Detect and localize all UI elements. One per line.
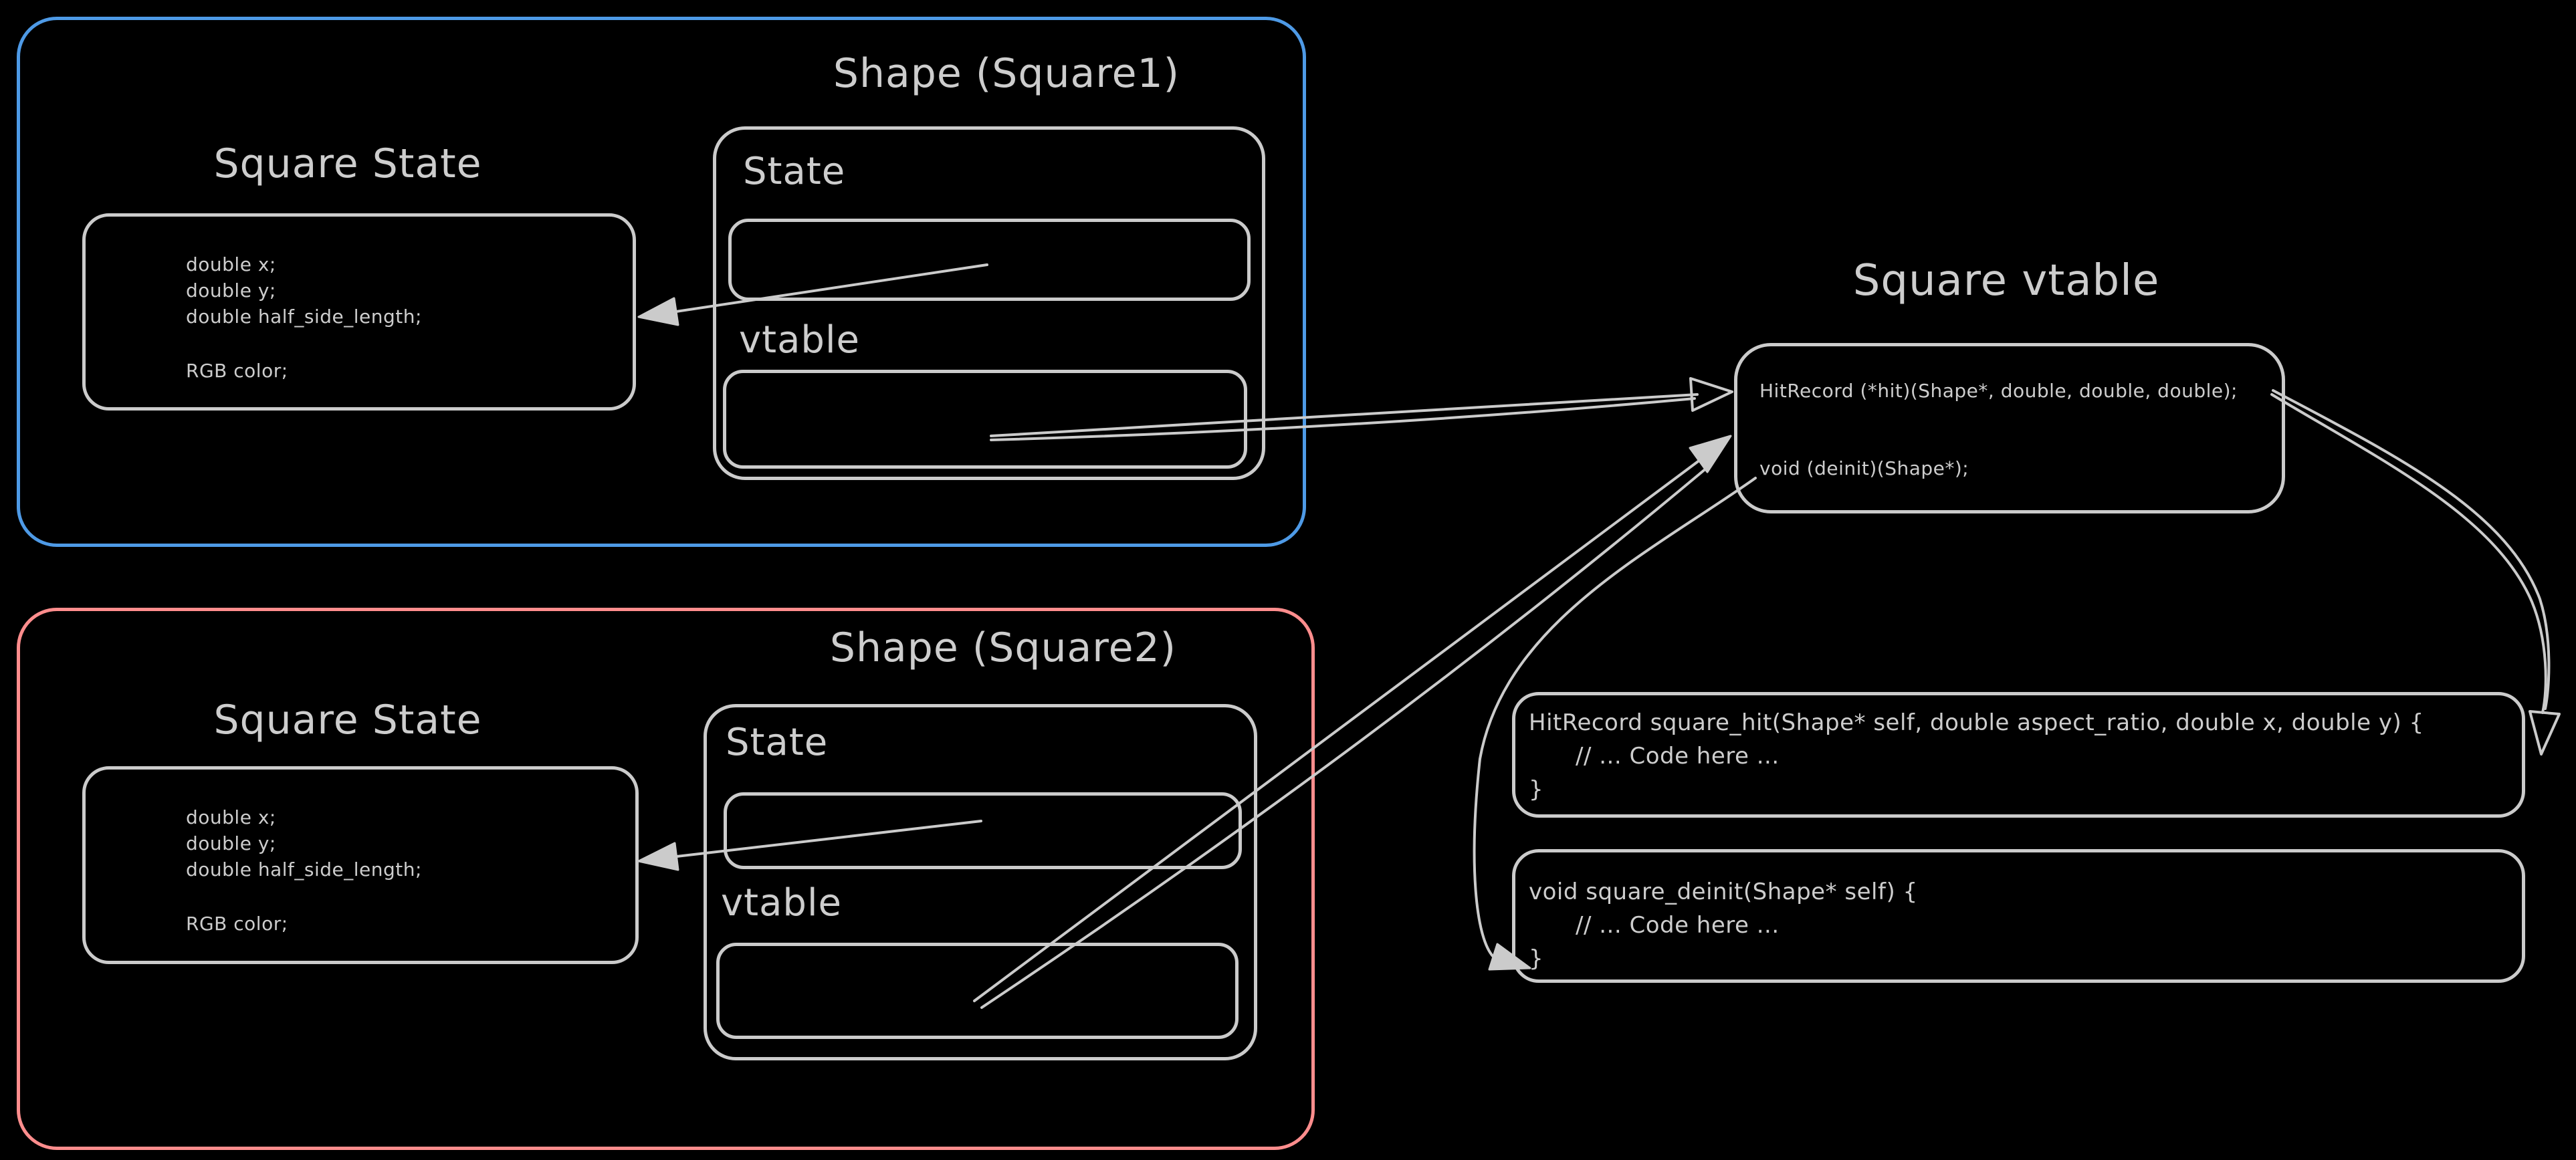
square1-container: Shape (Square1) Square State double x; d… [17,17,1306,547]
square2-vtable-label: vtable [721,881,842,925]
vtable-entry-hit: HitRecord (*hit)(Shape*, double, double,… [1759,380,2238,402]
code-line: HitRecord square_hit(Shape* self, double… [1529,709,2424,736]
struct-field: double x; [186,253,276,275]
square-deinit-code: void square_deinit(Shape* self) { // ...… [1529,875,1918,975]
square2-state-box-title: Square State [213,697,482,743]
square1-struct-fields: double x; double y; double half_side_len… [186,251,422,384]
square-deinit-function-box: void square_deinit(Shape* self) { // ...… [1512,849,2525,983]
square1-title: Shape (Square1) [833,50,1180,97]
vtable-entry-deinit: void (deinit)(Shape*); [1759,457,1969,479]
square2-container: Shape (Square2) Square State double x; d… [17,608,1315,1150]
struct-field: double half_side_length; [186,858,422,881]
struct-field: double x; [186,806,276,828]
struct-field: RGB color; [186,913,288,935]
square-hit-code: HitRecord square_hit(Shape* self, double… [1529,706,2424,806]
square2-state-slot [724,792,1242,869]
struct-field: double y; [186,279,276,302]
square2-vtable-slot [716,943,1239,1039]
square1-state-box-title: Square State [213,140,482,187]
square2-state-struct-box: double x; double y; double half_side_len… [82,766,639,964]
code-line: // ... Code here ... [1576,743,1780,770]
struct-field: double y; [186,832,276,854]
square-hit-function-box: HitRecord square_hit(Shape* self, double… [1512,692,2525,818]
square2-shape-box: State vtable [704,704,1257,1060]
square2-title: Shape (Square2) [829,624,1177,671]
square1-state-slot [728,219,1251,301]
code-line: } [1529,945,1544,972]
square1-shape-box: State vtable [713,126,1265,480]
square1-vtable-label: vtable [739,318,860,362]
square-vtable-title: Square vtable [1852,256,2160,306]
square1-state-struct-box: double x; double y; double half_side_len… [82,213,636,411]
square2-struct-fields: double x; double y; double half_side_len… [186,804,422,937]
square-vtable-box: HitRecord (*hit)(Shape*, double, double,… [1734,343,2285,513]
square1-state-label: State [743,150,846,193]
struct-field: RGB color; [186,360,288,382]
code-line: // ... Code here ... [1576,912,1780,939]
square2-state-label: State [726,721,829,764]
code-line: void square_deinit(Shape* self) { [1529,879,1918,905]
struct-field: double half_side_length; [186,306,422,328]
code-line: } [1529,776,1544,803]
square1-vtable-slot [723,370,1247,469]
